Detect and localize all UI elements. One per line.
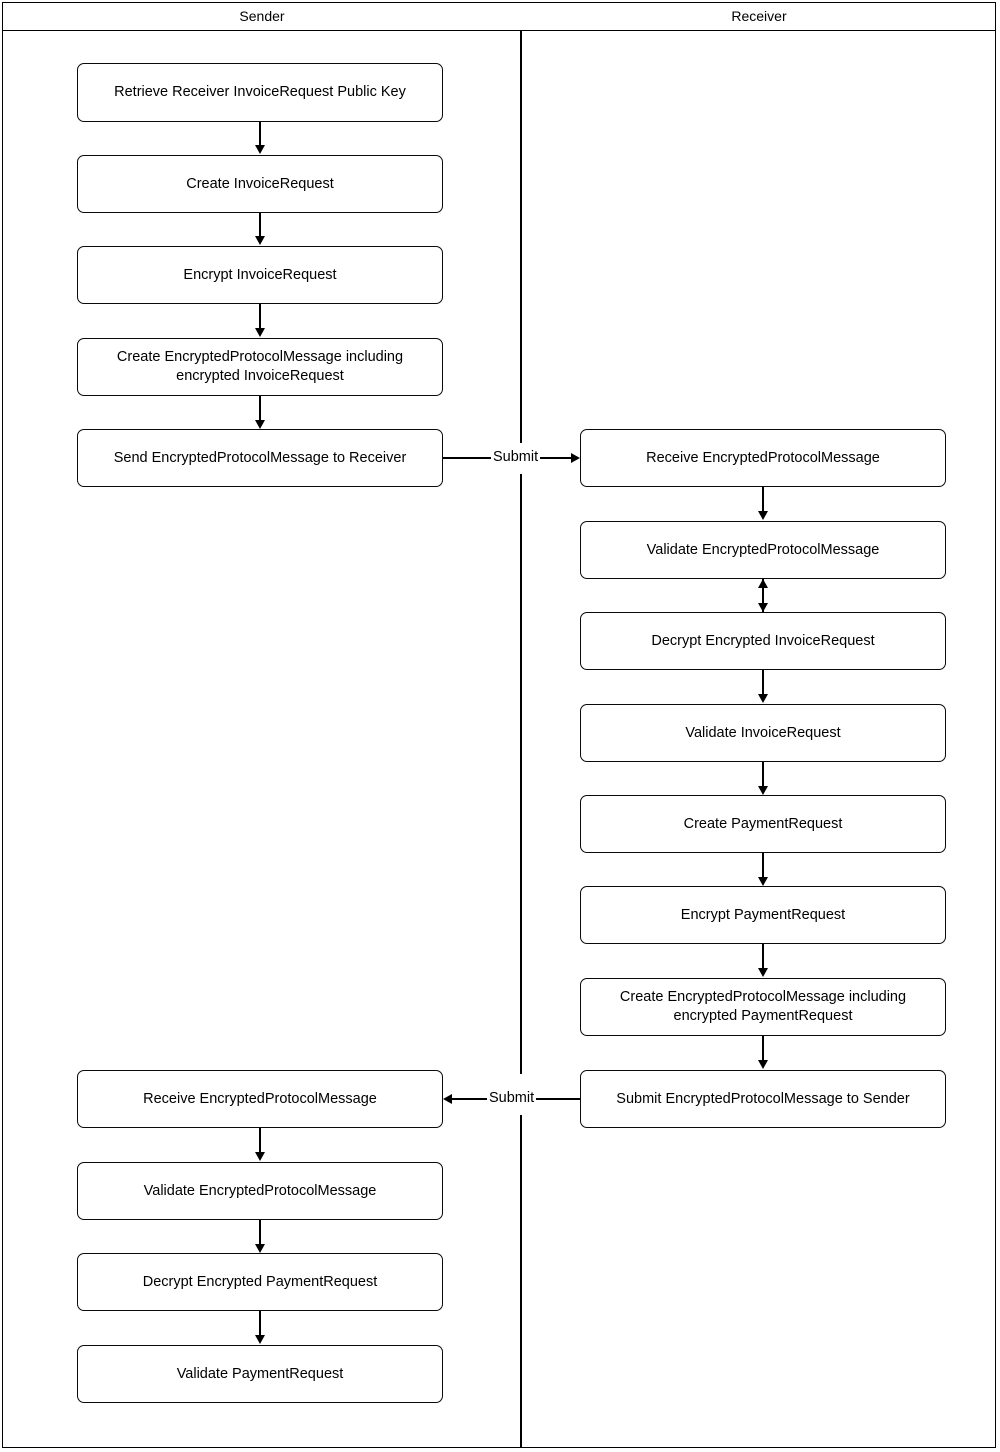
connector-s8-s9 xyxy=(259,1311,261,1336)
node-receive-epm-receiver[interactable]: Receive EncryptedProtocolMessage xyxy=(580,429,946,487)
node-receive-epm-sender[interactable]: Receive EncryptedProtocolMessage xyxy=(77,1070,443,1128)
node-send-epm-to-receiver[interactable]: Send EncryptedProtocolMessage to Receive… xyxy=(77,429,443,487)
arrowhead-r1-r2 xyxy=(757,511,768,520)
arrowhead-r6-r7 xyxy=(757,968,768,977)
node-label: Encrypt PaymentRequest xyxy=(680,906,846,923)
arrowhead-s2-s3 xyxy=(254,236,265,245)
node-decrypt-encrypted-paymentrequest[interactable]: Decrypt Encrypted PaymentRequest xyxy=(77,1253,443,1311)
lane-divider-segment-middle xyxy=(520,474,522,1074)
arrowhead-s1-s2 xyxy=(254,145,265,154)
connector-r4-r5 xyxy=(762,762,764,787)
node-encrypt-invoicerequest[interactable]: Encrypt InvoiceRequest xyxy=(77,246,443,304)
node-label: Validate PaymentRequest xyxy=(176,1365,344,1382)
connector-r7-r8 xyxy=(762,1036,764,1061)
connector-s6-s7 xyxy=(259,1128,261,1153)
arrowhead-s7-s8 xyxy=(254,1244,265,1253)
node-validate-epm-sender[interactable]: Validate EncryptedProtocolMessage xyxy=(77,1162,443,1220)
connector-s2-s3 xyxy=(259,213,261,237)
lane-header-receiver: Receiver xyxy=(731,8,787,24)
node-label-line-2: encrypted PaymentRequest xyxy=(673,1008,853,1024)
node-label: Validate EncryptedProtocolMessage xyxy=(143,1182,377,1199)
arrowhead-r7-r8 xyxy=(757,1060,768,1069)
node-create-paymentrequest[interactable]: Create PaymentRequest xyxy=(580,795,946,853)
node-label: Receive EncryptedProtocolMessage xyxy=(646,449,880,466)
node-label: Create PaymentRequest xyxy=(683,815,843,832)
arrowhead-s6-s7 xyxy=(254,1152,265,1161)
arrowhead-r3-r4 xyxy=(757,694,768,703)
connector-r5-r6 xyxy=(762,853,764,878)
node-validate-paymentrequest[interactable]: Validate PaymentRequest xyxy=(77,1345,443,1403)
connector-r6-r7 xyxy=(762,944,764,969)
connector-r1-r2 xyxy=(762,487,764,512)
node-decrypt-encrypted-invoicerequest[interactable]: Decrypt Encrypted InvoiceRequest xyxy=(580,612,946,670)
node-label-line-2: encrypted InvoiceRequest xyxy=(176,368,344,384)
arrowhead-r2-to-r3 xyxy=(757,603,768,612)
node-encrypt-paymentrequest[interactable]: Encrypt PaymentRequest xyxy=(580,886,946,944)
connector-s4-s5 xyxy=(259,396,261,421)
node-submit-epm-to-sender[interactable]: Submit EncryptedProtocolMessage to Sende… xyxy=(580,1070,946,1128)
connector-s7-s8 xyxy=(259,1220,261,1245)
arrowhead-s3-s4 xyxy=(254,328,265,337)
node-label: Receive EncryptedProtocolMessage xyxy=(143,1090,377,1107)
node-label-line-1: Create EncryptedProtocolMessage includin… xyxy=(619,989,907,1005)
node-label: Encrypt InvoiceRequest xyxy=(183,266,337,283)
node-validate-epm-receiver[interactable]: Validate EncryptedProtocolMessage xyxy=(580,521,946,579)
node-label-line-1: Create EncryptedProtocolMessage includin… xyxy=(116,349,404,365)
node-create-epm-invoicerequest[interactable]: Create EncryptedProtocolMessage includin… xyxy=(77,338,443,396)
node-create-invoicerequest[interactable]: Create InvoiceRequest xyxy=(77,155,443,213)
lane-header-sender: Sender xyxy=(239,8,285,24)
arrowhead-submit-to-receiver xyxy=(571,452,580,463)
node-label: Submit EncryptedProtocolMessage to Sende… xyxy=(616,1090,910,1107)
arrowhead-s4-s5 xyxy=(254,420,265,429)
node-retrieve-receiver-public-key[interactable]: Retrieve Receiver InvoiceRequest Public … xyxy=(77,63,443,122)
edge-label-submit-to-sender: Submit xyxy=(487,1090,537,1106)
arrowhead-r3-to-r2 xyxy=(757,579,768,588)
connector-s3-s4 xyxy=(259,304,261,329)
node-label: Decrypt Encrypted PaymentRequest xyxy=(142,1273,378,1290)
node-label: Validate EncryptedProtocolMessage xyxy=(646,541,880,558)
arrowhead-submit-to-sender xyxy=(443,1093,452,1104)
node-label: Validate InvoiceRequest xyxy=(685,724,841,741)
arrowhead-r5-r6 xyxy=(757,877,768,886)
node-label: Decrypt Encrypted InvoiceRequest xyxy=(651,632,875,649)
arrowhead-s8-s9 xyxy=(254,1335,265,1344)
lane-divider-segment-bottom xyxy=(520,1115,522,1448)
connector-s1-s2 xyxy=(259,122,261,146)
node-label: Send EncryptedProtocolMessage to Receive… xyxy=(113,449,407,466)
connector-r2-r3-bidirectional xyxy=(762,579,764,612)
swimlane-header-band: Sender Receiver xyxy=(2,2,996,31)
lane-divider-segment-top xyxy=(520,31,522,443)
node-label: Create InvoiceRequest xyxy=(186,175,334,192)
edge-label-submit-to-receiver: Submit xyxy=(491,449,541,465)
connector-r3-r4 xyxy=(762,670,764,695)
node-validate-invoicerequest[interactable]: Validate InvoiceRequest xyxy=(580,704,946,762)
node-label: Retrieve Receiver InvoiceRequest Public … xyxy=(114,84,406,100)
node-create-epm-paymentrequest[interactable]: Create EncryptedProtocolMessage includin… xyxy=(580,978,946,1036)
arrowhead-r4-r5 xyxy=(757,786,768,795)
